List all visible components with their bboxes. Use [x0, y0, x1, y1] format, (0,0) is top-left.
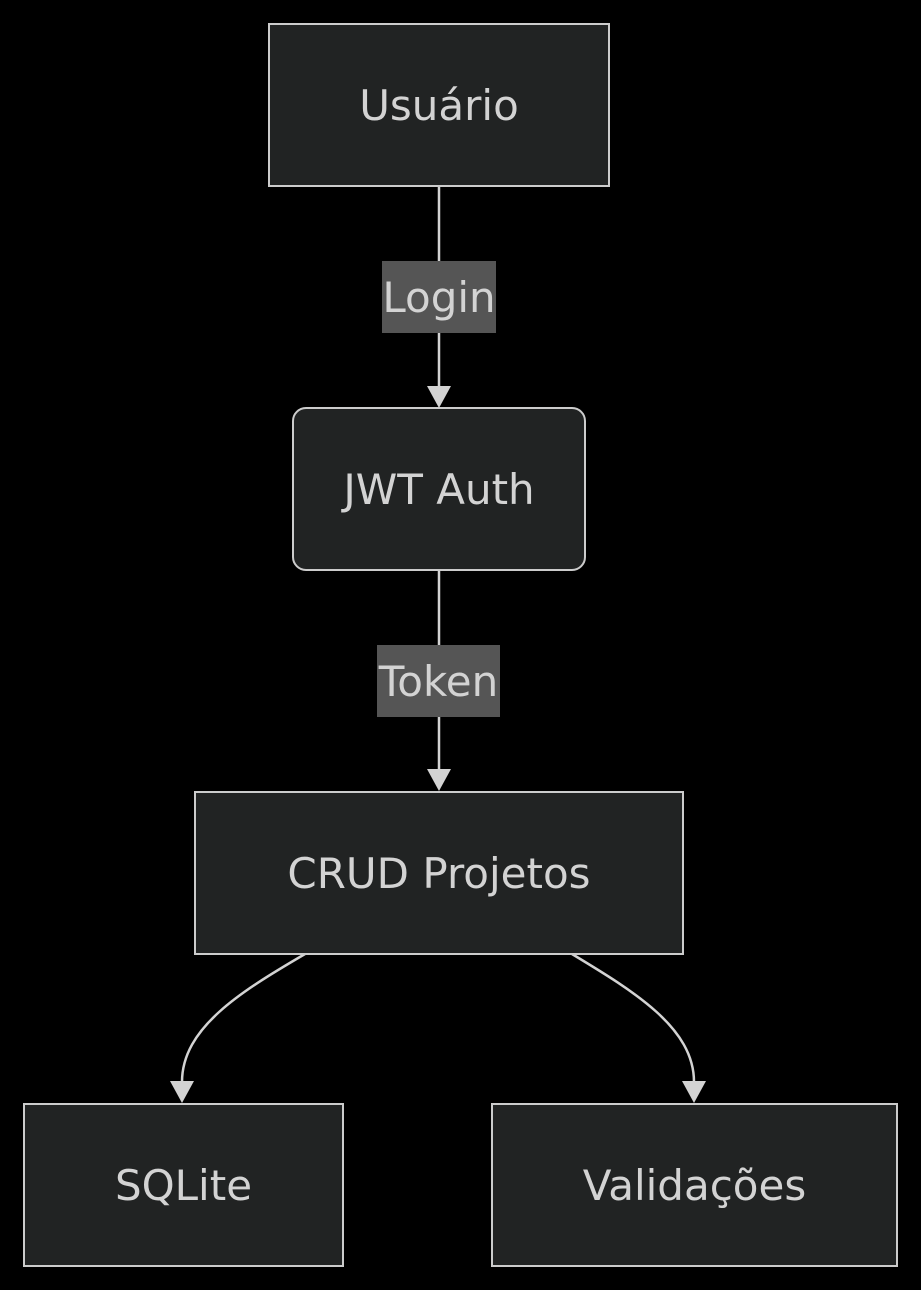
edge-label-login: Login — [382, 261, 496, 333]
node-usuario: Usuário — [268, 23, 610, 187]
node-usuario-label: Usuário — [359, 80, 519, 130]
arrowhead-validacoes — [682, 1081, 706, 1103]
node-crud-projetos: CRUD Projetos — [194, 791, 684, 955]
edge-label-token: Token — [377, 645, 500, 717]
edge-crud-to-sqlite — [180, 952, 306, 1083]
node-validacoes: Validações — [491, 1103, 898, 1267]
arrowhead-jwt — [427, 386, 451, 408]
edge-crud-to-validacoes — [571, 952, 696, 1083]
node-validacoes-label: Validações — [582, 1160, 807, 1210]
node-jwt-auth-label: JWT Auth — [343, 464, 535, 514]
node-jwt-auth: JWT Auth — [292, 407, 586, 571]
arrowhead-sqlite — [170, 1081, 194, 1103]
arrowhead-crud — [427, 769, 451, 791]
node-sqlite-label: SQLite — [114, 1160, 253, 1210]
node-sqlite: SQLite — [23, 1103, 344, 1267]
node-crud-projetos-label: CRUD Projetos — [287, 848, 591, 898]
